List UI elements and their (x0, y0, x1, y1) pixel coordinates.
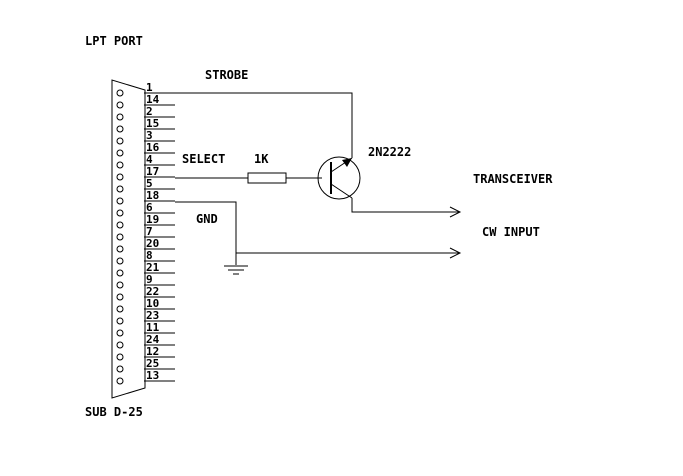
pin-circle (116, 257, 124, 265)
pin-number: 23 (146, 309, 159, 322)
pin-circle (116, 269, 124, 277)
pin-circles (116, 89, 124, 385)
pin-number: 4 (146, 153, 153, 166)
gnd-wire (175, 201, 462, 265)
pin-number: 10 (146, 297, 159, 310)
pin-circle (116, 125, 124, 133)
pin-circle (116, 281, 124, 289)
ground-symbol (224, 265, 248, 275)
pin-number: 8 (146, 249, 153, 262)
arrow-out-2 (449, 247, 462, 259)
pin-circle (116, 101, 124, 109)
collector-output-wire (351, 198, 462, 218)
pin-circle (116, 233, 124, 241)
pin-circle (116, 305, 124, 313)
pin-number: 22 (146, 285, 159, 298)
pin-number: 2 (146, 105, 153, 118)
pin-circle (116, 161, 124, 169)
strobe-wire (175, 92, 353, 158)
sub-d25-label: SUB D-25 (85, 405, 143, 419)
gnd-label: GND (196, 212, 218, 226)
pin-number: 25 (146, 357, 159, 370)
pin-circle (116, 329, 124, 337)
pin-number: 24 (146, 333, 160, 346)
db25-connector: 1142153164175186197208219221023112412251… (111, 79, 175, 399)
pin-circle (116, 173, 124, 181)
transceiver-label: TRANSCEIVER (473, 172, 553, 186)
pin-circle (116, 245, 124, 253)
pin-circle (116, 209, 124, 217)
pin-number: 18 (146, 189, 159, 202)
pin-number: 11 (146, 321, 160, 334)
pin-circle (116, 89, 124, 97)
pin-number: 5 (146, 177, 153, 190)
pin-number: 6 (146, 201, 153, 214)
pin-circle (116, 317, 124, 325)
pin-circle (116, 113, 124, 121)
pin-circle (116, 221, 124, 229)
pin-circle (116, 293, 124, 301)
pin-number: 3 (146, 129, 153, 142)
pin-number: 20 (146, 237, 159, 250)
transistor-2n2222 (317, 156, 361, 200)
resistor-label: 1K (254, 152, 269, 166)
pin-circle (116, 149, 124, 157)
pin-circle (116, 353, 124, 361)
pin-circle (116, 137, 124, 145)
strobe-label: STROBE (205, 68, 248, 82)
arrow-out-1 (449, 206, 462, 218)
pin-number: 9 (146, 273, 153, 286)
pin-circle (116, 197, 124, 205)
pin-circle (116, 185, 124, 193)
pin-circle (116, 365, 124, 373)
pin-number: 15 (146, 117, 159, 130)
select-label: SELECT (182, 152, 225, 166)
cw-input-label: CW INPUT (482, 225, 540, 239)
resistor-1k (247, 172, 287, 184)
pin-number: 14 (146, 93, 160, 106)
transistor-label: 2N2222 (368, 145, 411, 159)
pin-number: 17 (146, 165, 159, 178)
select-wire (175, 172, 322, 184)
pin-number: 12 (146, 345, 159, 358)
pin-number: 1 (146, 81, 153, 94)
pin-leads (144, 92, 175, 382)
pin-circle (116, 377, 124, 385)
lpt-port-label: LPT PORT (85, 34, 143, 48)
pin-number: 19 (146, 213, 159, 226)
pin-circle (116, 341, 124, 349)
pin-number: 16 (146, 141, 160, 154)
pin-numbers: 1142153164175186197208219221023112412251… (146, 81, 160, 382)
pin-number: 7 (146, 225, 153, 238)
pin-number: 13 (146, 369, 159, 382)
pin-number: 21 (146, 261, 160, 274)
